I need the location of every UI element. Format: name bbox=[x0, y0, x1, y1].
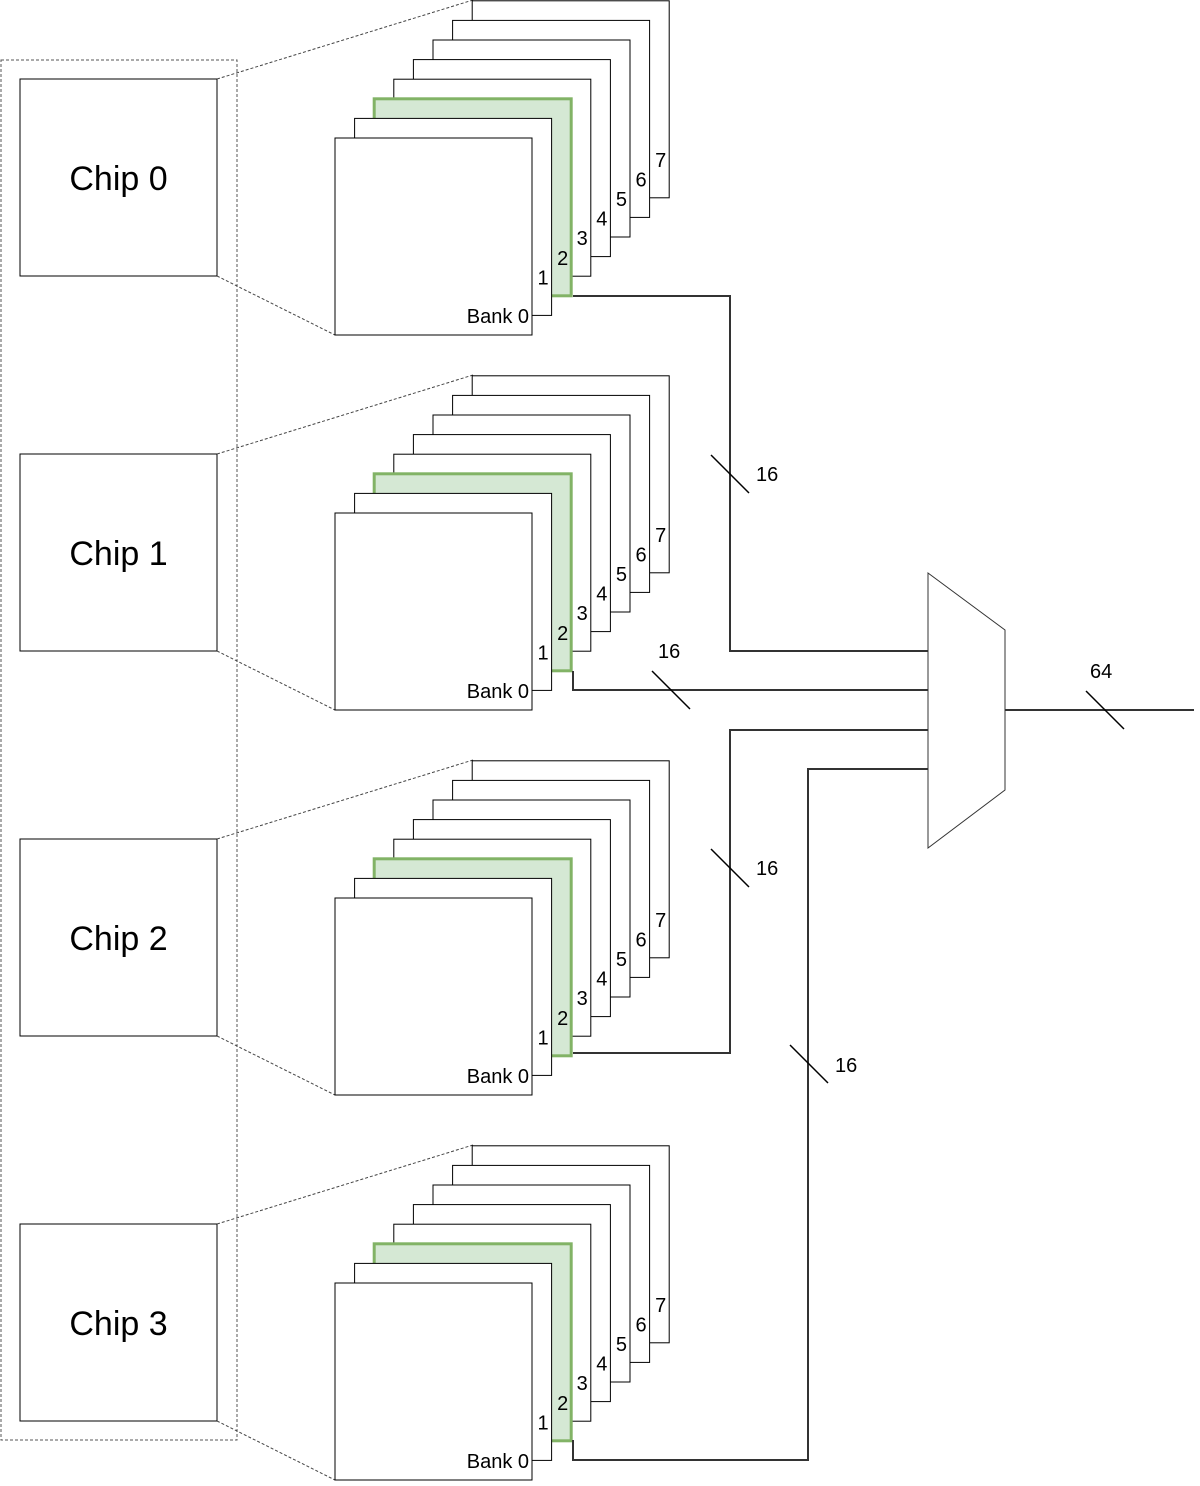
bank-number-label: 1 bbox=[537, 1412, 548, 1434]
zoom-line-bottom bbox=[216, 1035, 336, 1096]
multiplexer bbox=[927, 572, 1006, 850]
bus-slash-output bbox=[1085, 690, 1125, 730]
zoom-line-bottom bbox=[216, 650, 336, 711]
bank-0 bbox=[334, 1282, 533, 1481]
bank-number-label: 6 bbox=[635, 169, 646, 191]
bank-0 bbox=[334, 137, 533, 336]
chip-label: Chip 0 bbox=[69, 160, 167, 198]
bank-number-label: 7 bbox=[655, 910, 666, 932]
zoom-line-bottom bbox=[216, 1420, 336, 1481]
bus-width-marks bbox=[651, 454, 1125, 1084]
bank-number-label: 6 bbox=[635, 544, 646, 566]
bank-number-label: 2 bbox=[557, 1393, 568, 1415]
bank-0 bbox=[334, 897, 533, 1096]
bank-number-label: 5 bbox=[616, 949, 627, 971]
wire-chip-1 bbox=[572, 671, 928, 691]
mux-output-width-label: 64 bbox=[1090, 661, 1112, 683]
bus-width-label-2: 16 bbox=[756, 858, 778, 880]
chip-label: Chip 1 bbox=[69, 535, 167, 573]
bus-slash-1 bbox=[651, 670, 691, 710]
bank-number-label: 7 bbox=[655, 1295, 666, 1317]
bank-number-label: 3 bbox=[577, 988, 588, 1010]
bank-number-label: 5 bbox=[616, 1334, 627, 1356]
bank-number-label: 2 bbox=[557, 248, 568, 270]
bank-zero-label: Bank 0 bbox=[467, 681, 529, 703]
rank-enclosure bbox=[0, 59, 238, 1441]
bank-zero-label: Bank 0 bbox=[467, 1451, 529, 1473]
bank-number-label: 7 bbox=[655, 525, 666, 547]
bank-number-label: 4 bbox=[596, 584, 607, 606]
chip-label: Chip 2 bbox=[69, 920, 167, 958]
wire-chip-3 bbox=[572, 768, 928, 1461]
bus-width-label-3: 16 bbox=[835, 1055, 857, 1077]
wire-chip-2 bbox=[573, 729, 928, 1054]
bank-number-label: 4 bbox=[596, 969, 607, 991]
bus-width-label-0: 16 bbox=[756, 464, 778, 486]
bank-number-label: 6 bbox=[635, 1314, 646, 1336]
bank-number-label: 7 bbox=[655, 150, 666, 172]
bank-number-label: 1 bbox=[537, 1027, 548, 1049]
bank-number-label: 4 bbox=[596, 1354, 607, 1376]
zoom-line-bottom bbox=[216, 275, 336, 336]
bank-number-label: 4 bbox=[596, 209, 607, 231]
bank-zero-label: Bank 0 bbox=[467, 1066, 529, 1088]
bank-number-label: 5 bbox=[616, 564, 627, 586]
bank-0 bbox=[334, 512, 533, 711]
chip-box bbox=[19, 1223, 218, 1422]
bank-zero-label: Bank 0 bbox=[467, 306, 529, 328]
bank-number-label: 3 bbox=[577, 228, 588, 250]
bank-number-label: 2 bbox=[557, 1008, 568, 1030]
chip-box bbox=[19, 838, 218, 1037]
bank-number-label: 5 bbox=[616, 189, 627, 211]
bank-number-label: 1 bbox=[537, 642, 548, 664]
bank-number-label: 1 bbox=[537, 267, 548, 289]
chip-box bbox=[19, 78, 218, 277]
bank-number-label: 3 bbox=[577, 1373, 588, 1395]
bus-width-label-1: 16 bbox=[658, 641, 680, 663]
chip-box bbox=[19, 453, 218, 652]
bus-slash-3 bbox=[789, 1044, 829, 1084]
bank-number-label: 3 bbox=[577, 603, 588, 625]
bank-number-label: 2 bbox=[557, 623, 568, 645]
bus-slash-2 bbox=[710, 848, 750, 888]
bank-number-label: 6 bbox=[635, 929, 646, 951]
chip-label: Chip 3 bbox=[69, 1305, 167, 1343]
bus-slash-0 bbox=[710, 454, 750, 494]
